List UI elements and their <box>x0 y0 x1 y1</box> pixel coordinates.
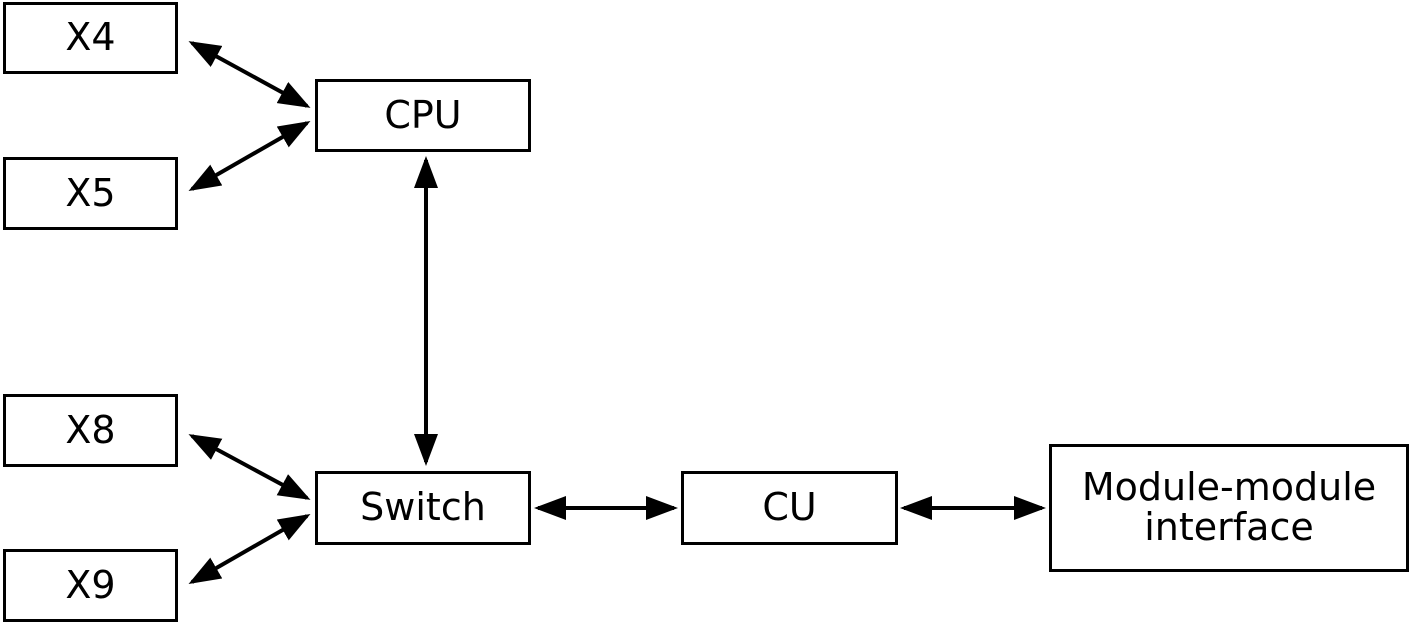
node-x8: X8 <box>3 394 178 467</box>
node-cu-label: CU <box>762 485 817 530</box>
node-module-interface: Module-module interface <box>1049 444 1409 572</box>
node-x5: X5 <box>3 157 178 230</box>
node-switch: Switch <box>315 471 531 545</box>
node-x4-label: X4 <box>65 15 116 60</box>
arrow-x9-switch <box>188 514 311 584</box>
node-module-interface-label-line1: Module-module <box>1081 465 1377 510</box>
arrow-x8-switch <box>188 434 311 500</box>
node-cpu-label: CPU <box>384 92 462 137</box>
arrow-x5-cpu <box>188 121 311 191</box>
node-x9-label: X9 <box>65 562 116 607</box>
arrow-x4-cpu <box>188 41 311 108</box>
node-cu: CU <box>681 471 898 545</box>
node-cpu: CPU <box>315 79 531 152</box>
node-switch-label: Switch <box>360 485 486 530</box>
node-x4: X4 <box>3 2 178 74</box>
node-x8-label: X8 <box>65 407 116 452</box>
node-x9: X9 <box>3 549 178 622</box>
node-x5-label: X5 <box>65 170 116 215</box>
node-module-interface-label-line2: interface <box>1144 505 1314 549</box>
